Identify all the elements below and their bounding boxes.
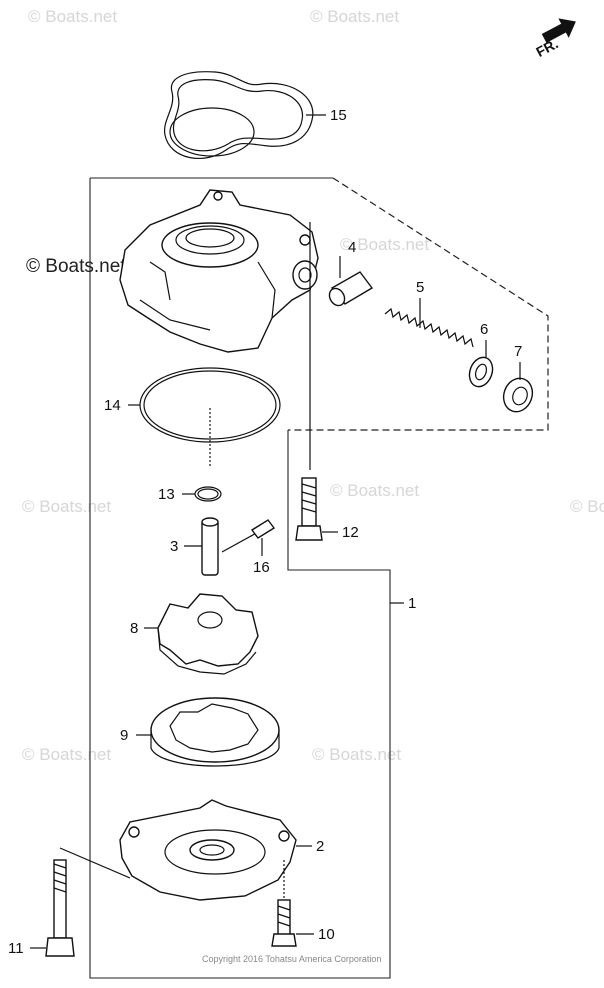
- watermark: © Boats.net: [312, 745, 401, 764]
- callout-2[interactable]: 2: [316, 838, 324, 855]
- assembly-boundary-dashed: [288, 177, 549, 431]
- callout-13[interactable]: 13: [158, 486, 175, 503]
- part-6-washer: [468, 340, 494, 388]
- callout-10[interactable]: 10: [318, 926, 335, 943]
- callout-16[interactable]: 16: [253, 559, 270, 576]
- callout-labels: 15 4 5 6 7 14 13 12 3 16 1 8 9 2 10 11: [8, 107, 522, 957]
- watermark-layer: © Boats.net © Boats.net © Boats.net © Bo…: [22, 7, 604, 764]
- part-4-relief-valve: [328, 256, 374, 307]
- watermark-prominent: © Boats.net: [26, 256, 126, 277]
- callout-12[interactable]: 12: [342, 524, 359, 541]
- watermark: © Boats.net: [310, 7, 399, 26]
- part-13-small-o-ring: [182, 486, 222, 502]
- part-14-o-ring: [128, 367, 281, 468]
- callout-8[interactable]: 8: [130, 620, 138, 637]
- part-3-shaft: [184, 517, 219, 576]
- callout-11[interactable]: 11: [8, 940, 24, 957]
- part-16-pin: [221, 519, 276, 556]
- callout-7[interactable]: 7: [514, 343, 522, 360]
- part-5-spring: [384, 298, 474, 348]
- part-8-inner-rotor: [144, 593, 259, 675]
- callout-1[interactable]: 1: [408, 595, 416, 612]
- watermark: © Boats.net: [330, 481, 419, 500]
- callout-15[interactable]: 15: [330, 107, 347, 124]
- watermark: © Boats.net: [28, 7, 117, 26]
- watermark: © Boats.net: [22, 497, 111, 516]
- callout-5[interactable]: 5: [416, 279, 424, 296]
- copyright-notice: Copyright 2016 Tohatsu America Corporati…: [202, 954, 381, 964]
- watermark: © Boats.net: [22, 745, 111, 764]
- callout-4[interactable]: 4: [348, 239, 356, 256]
- front-direction-indicator: FR.: [533, 18, 576, 60]
- part-pump-body: [119, 189, 319, 470]
- part-10-bolt: [271, 899, 314, 947]
- watermark: © Boats.net: [570, 497, 604, 516]
- callout-3[interactable]: 3: [170, 538, 178, 555]
- part-11-long-bolt: [30, 847, 131, 957]
- assembly-boundary: [89, 177, 391, 979]
- watermark: © Boats.net: [340, 235, 429, 254]
- callout-6[interactable]: 6: [480, 321, 488, 338]
- callout-9[interactable]: 9: [120, 727, 128, 744]
- part-2-pump-cover: [119, 799, 312, 901]
- part-9-outer-rotor: [136, 697, 280, 767]
- arrow-right-icon: [541, 18, 576, 43]
- part-12-bolt: [295, 477, 338, 541]
- front-direction-label: FR.: [533, 35, 560, 60]
- part-7-plug: [502, 362, 534, 413]
- part-15-gasket: [164, 71, 314, 159]
- callout-14[interactable]: 14: [104, 397, 121, 414]
